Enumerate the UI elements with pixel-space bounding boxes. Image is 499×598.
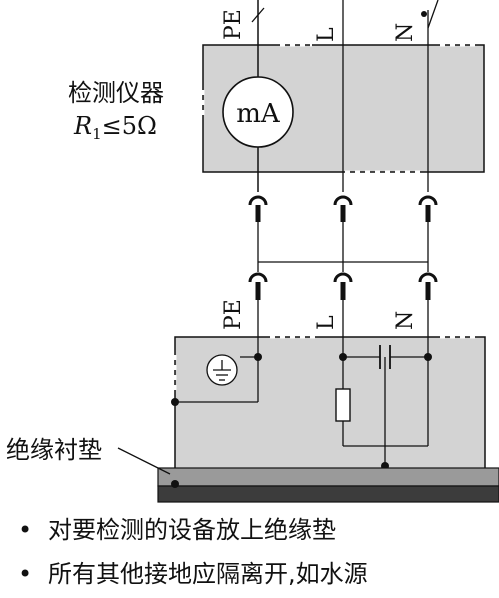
ground-icon [206,354,238,386]
n-switch [427,0,439,29]
insulating-mat-top [157,467,499,487]
mat-leader [117,447,171,475]
list-item: •对要检测的设备放上绝缘垫 [18,508,368,552]
insulating-mat-bottom [157,485,499,503]
lower-pe-label: PE [221,299,246,330]
meter-label: mA [236,99,281,129]
bullet-icon: • [18,516,33,544]
resistor [335,388,351,422]
mat-label: 绝缘衬垫 [6,436,102,464]
bullet-icon: • [18,560,33,588]
lower-l-label: L [314,315,339,330]
resistance-label: R1≤5Ω [73,112,157,143]
bullet-list: •对要检测的设备放上绝缘垫 •所有其他接地应隔离开,如水源 [18,508,368,596]
list-item: •所有其他接地应隔离开,如水源 [18,552,368,596]
upper-n-label: N [393,23,418,42]
lower-n-label: N [393,311,418,330]
upper-pe-label: PE [221,9,246,40]
milliammeter [222,76,294,148]
instrument-label: 检测仪器 [68,79,164,107]
connector-plugs-upper [248,195,438,222]
connector-plugs-lower [248,272,438,300]
upper-l-label: L [314,27,339,42]
